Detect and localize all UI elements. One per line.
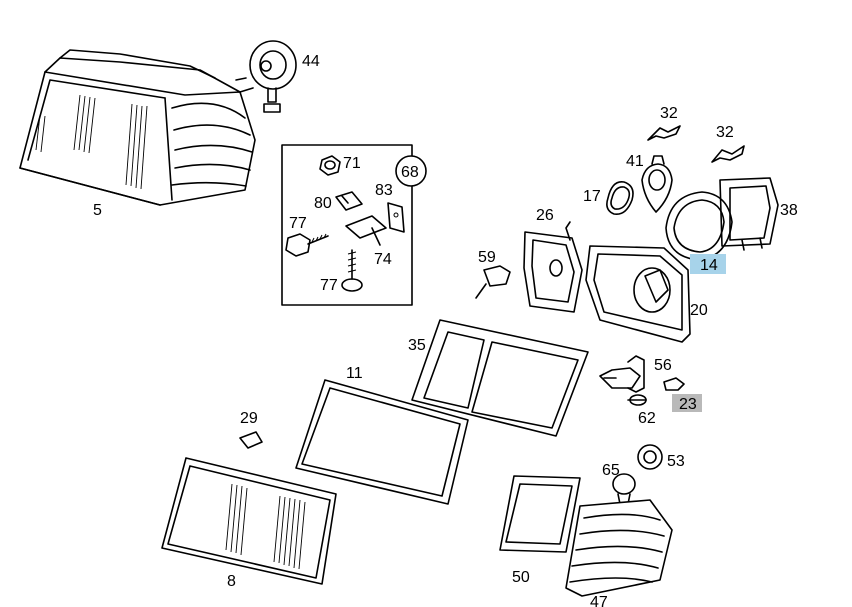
screw-part-77b[interactable]	[341, 249, 363, 292]
halogen-bulb-part-56[interactable]	[599, 355, 645, 393]
reflector-part-20[interactable]	[585, 245, 691, 343]
callout-11: 11	[346, 365, 363, 382]
callout-83: 83	[375, 182, 393, 199]
bulb-socket-part-53[interactable]	[637, 444, 663, 470]
callout-35: 35	[408, 337, 426, 354]
turn-signal-lens-part-47[interactable]	[565, 499, 673, 597]
clip-part-80[interactable]	[335, 191, 363, 211]
callout-32-right: 32	[716, 124, 734, 141]
callout-23: 23	[679, 396, 697, 413]
bulb-part-59[interactable]	[475, 265, 511, 299]
callout-65: 65	[602, 462, 620, 479]
callout-20: 20	[690, 302, 708, 319]
housing-part-38[interactable]	[719, 177, 779, 251]
bulb-part-62[interactable]	[627, 394, 647, 406]
seal-ring-part-17[interactable]	[606, 181, 634, 216]
callout-44: 44	[302, 53, 320, 70]
callout-47: 47	[590, 594, 608, 607]
callout-41: 41	[626, 153, 644, 170]
callout-50: 50	[512, 569, 530, 586]
callout-56: 56	[654, 357, 672, 374]
callout-59: 59	[478, 249, 496, 266]
callout-53: 53	[667, 453, 685, 470]
headlamp-assembly-part-5[interactable]	[19, 49, 256, 206]
highlight-23	[672, 394, 702, 412]
callout-74: 74	[374, 251, 392, 268]
gasket-part-11[interactable]	[295, 379, 469, 505]
headlamp-lens-part-8[interactable]	[161, 457, 337, 585]
callout-68: 68	[401, 164, 419, 181]
callout-17: 17	[583, 188, 601, 205]
gasket-part-32a[interactable]	[647, 125, 681, 141]
screw-part-77a[interactable]	[285, 233, 329, 257]
lens-frame-part-35[interactable]	[411, 319, 589, 437]
callout-8: 8	[227, 573, 236, 590]
callout-71: 71	[343, 155, 361, 172]
callout-62: 62	[638, 410, 656, 427]
hardware-kit-frame	[281, 144, 413, 306]
highlight-14	[690, 254, 726, 274]
bulb-cap-part-44[interactable]	[249, 40, 297, 113]
callout-77-lower: 77	[320, 277, 338, 294]
callout-38: 38	[780, 202, 798, 219]
callout-5: 5	[93, 202, 102, 219]
gasket-part-32b[interactable]	[711, 145, 745, 163]
bulb-part-23[interactable]	[663, 377, 685, 391]
reflector-frame-part-26[interactable]	[523, 221, 583, 313]
gasket-part-14[interactable]	[665, 191, 733, 261]
kit-badge-68[interactable]	[395, 155, 427, 187]
callout-26: 26	[536, 207, 554, 224]
callout-29: 29	[240, 410, 258, 427]
callout-14: 14	[700, 257, 718, 274]
bulb-socket-part-41[interactable]	[641, 155, 673, 213]
bracket-part-83[interactable]	[387, 202, 405, 233]
callout-80: 80	[314, 195, 332, 212]
callout-77-upper: 77	[289, 215, 307, 232]
clip-part-29[interactable]	[239, 431, 263, 449]
bracket-part-74[interactable]	[345, 215, 387, 246]
gasket-part-50[interactable]	[499, 475, 581, 553]
nut-part-71[interactable]	[319, 155, 341, 176]
callout-32-left: 32	[660, 105, 678, 122]
